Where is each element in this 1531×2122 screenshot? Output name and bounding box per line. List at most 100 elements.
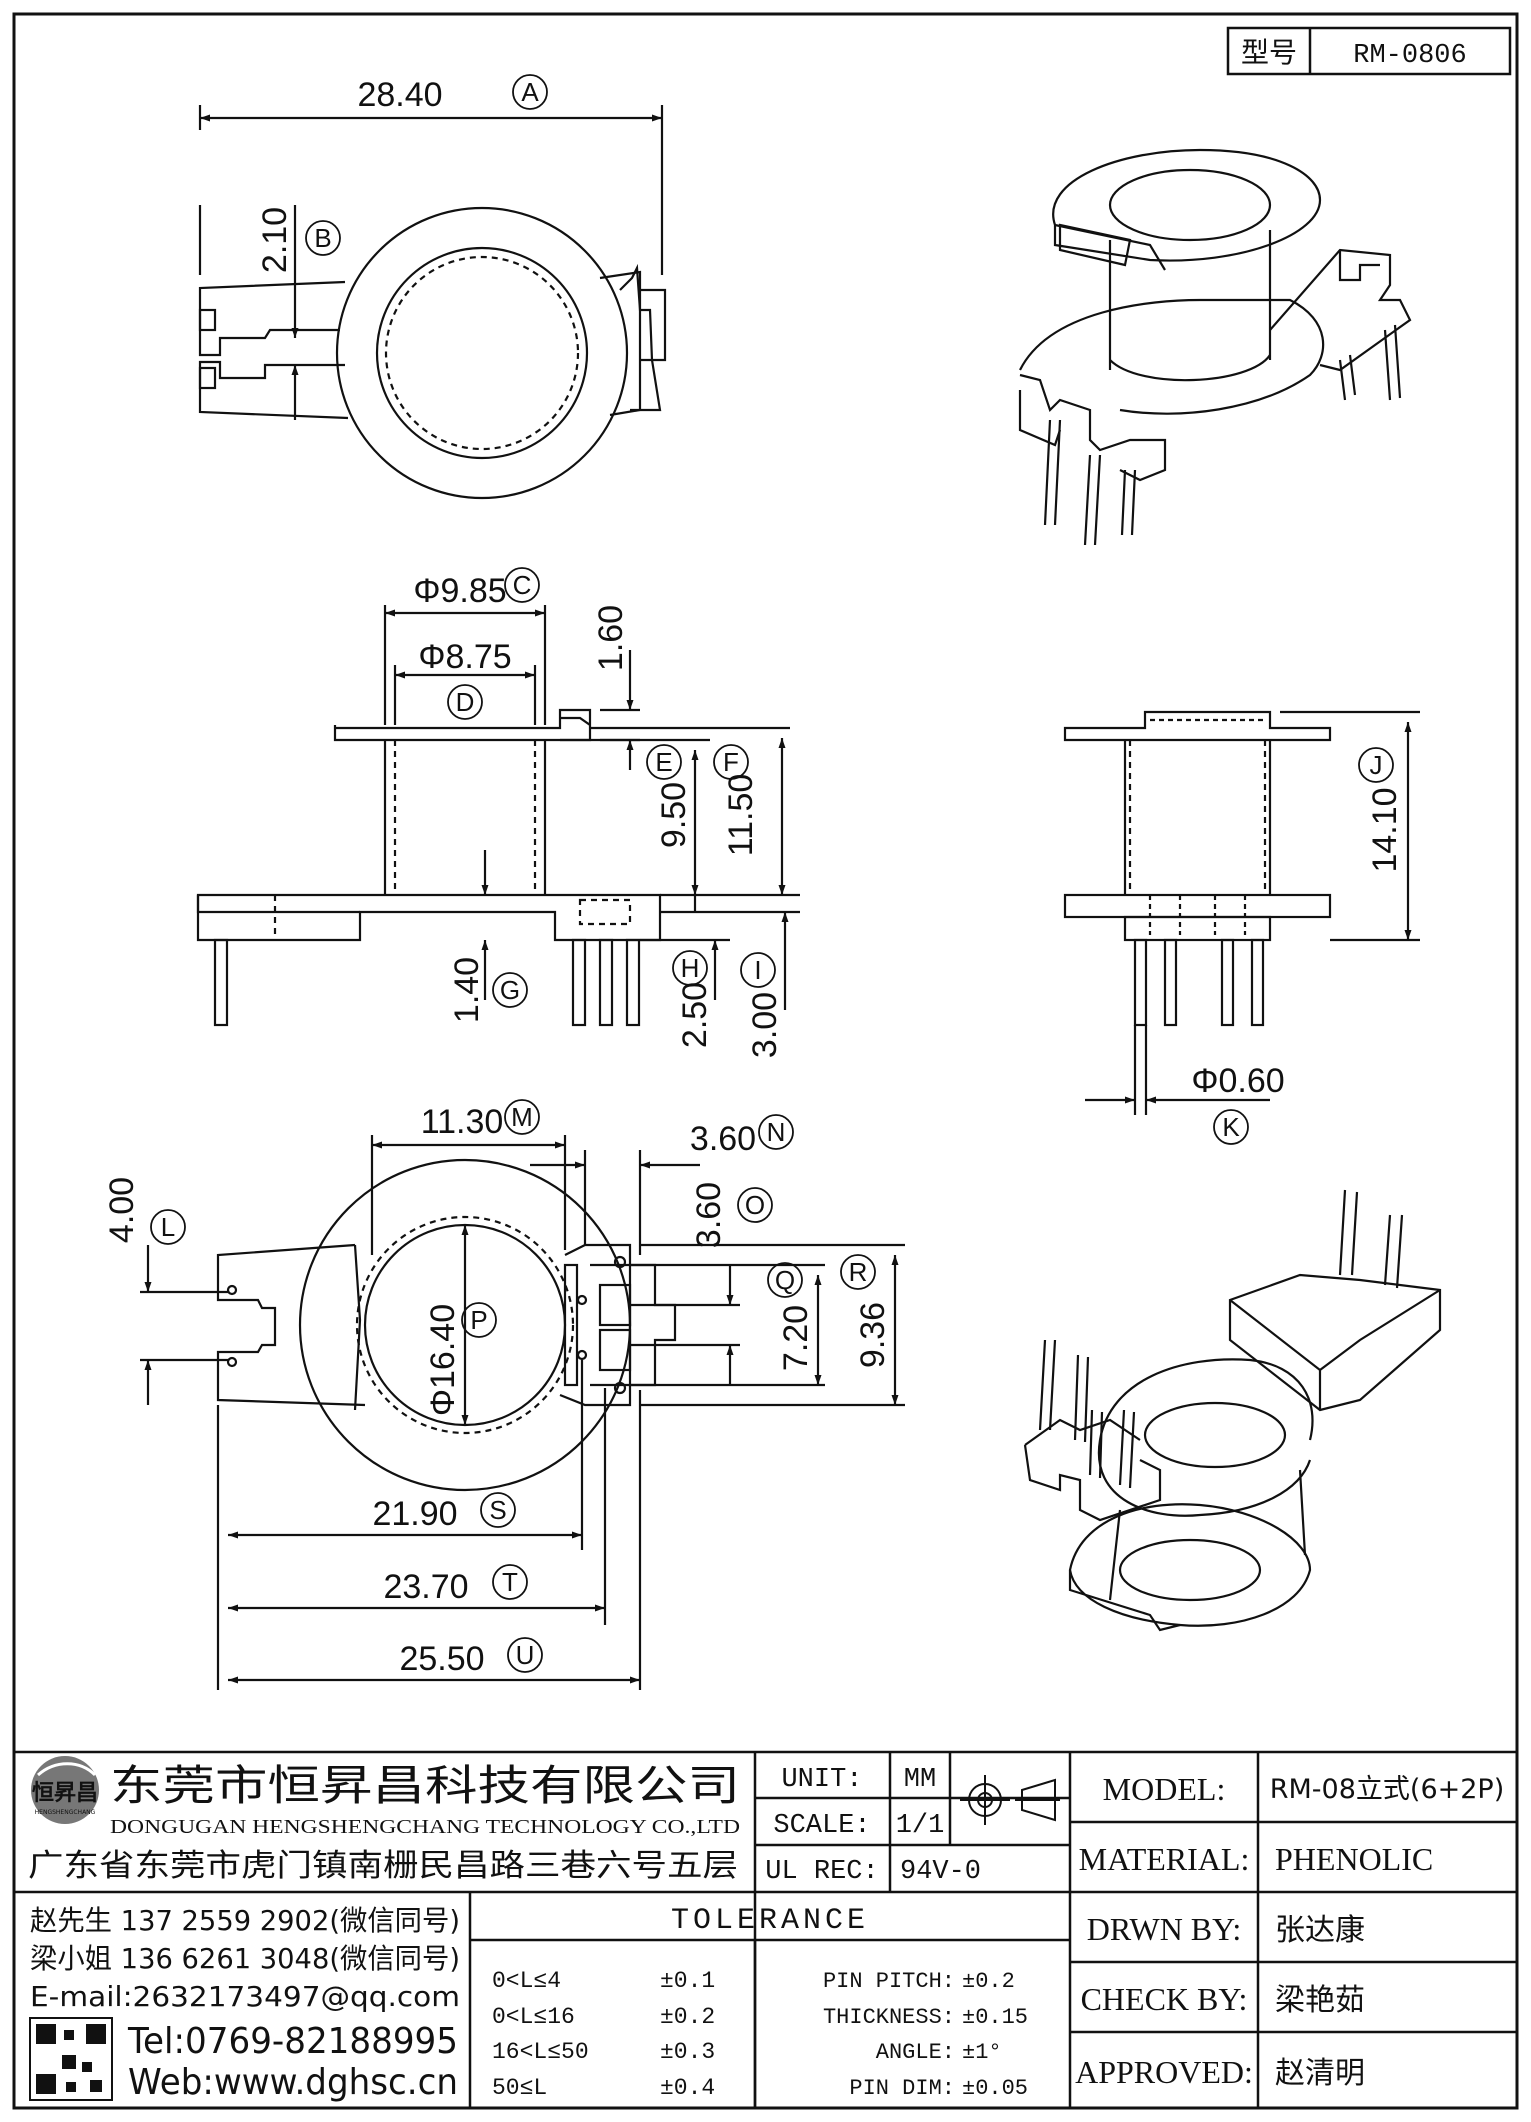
label-circle-k: [1213, 1109, 1249, 1145]
dim-r-value: 9.36: [854, 1302, 892, 1368]
label-d: D: [456, 687, 475, 717]
drawn-label: DRWN BY:: [1087, 1911, 1241, 1947]
model-number-box: 型号 RM-0806: [1226, 26, 1512, 76]
sheet-border: [12, 12, 1519, 2110]
label-circle-c: [504, 567, 540, 603]
dim-top-flange-value: 1.60: [592, 605, 630, 671]
label-l: L: [161, 1212, 175, 1242]
contact-web: Web:www.dghsc.cn: [128, 2062, 458, 2103]
drawn-value: 张达康: [1275, 1913, 1365, 1948]
label-a: A: [521, 77, 539, 107]
label-g: G: [500, 975, 520, 1005]
label-circle-q: [767, 1262, 803, 1298]
dim-o-value: 3.60: [690, 1182, 728, 1248]
model-box-label: 型号: [1241, 36, 1297, 69]
tol-range-2: 0<L≤16: [492, 2004, 575, 2030]
label-i: I: [754, 955, 761, 985]
label-circle-l: [150, 1209, 186, 1245]
spec-label-1: PIN PITCH:: [823, 1969, 955, 1994]
dim-f-value: 11.50: [722, 774, 760, 857]
label-u: U: [516, 1640, 535, 1670]
label-b: B: [314, 223, 331, 253]
model-value: RM-08立式(6+2P): [1270, 1774, 1504, 1805]
company-logo: 恒昇昌 HENGSHENGCHANG: [31, 1756, 99, 1824]
dim-l-value: 4.00: [103, 1177, 141, 1243]
top-view-labels: 28.40 A 2.10 B: [256, 74, 548, 273]
top-view: [198, 105, 667, 500]
dim-t-value: 23.70: [383, 1568, 468, 1606]
dim-p-value: Φ16.40: [424, 1304, 462, 1416]
spec-value-4: ±0.05: [962, 2076, 1028, 2101]
dim-c-value: Φ9.85: [413, 572, 506, 610]
label-p: P: [470, 1305, 487, 1335]
label-circle-j: [1358, 747, 1394, 783]
label-q: Q: [775, 1265, 795, 1295]
label-j: J: [1370, 750, 1383, 780]
label-e: E: [655, 747, 672, 777]
qr-code-icon: [29, 2017, 113, 2101]
contact-1: 赵先生 137 2559 2902(微信同号): [30, 1904, 460, 1937]
front-view: [196, 605, 800, 1027]
contact-2: 梁小姐 136 6261 3048(微信同号): [30, 1942, 460, 1975]
tol-range-4: 50≤L: [492, 2075, 547, 2101]
dim-e-value: 9.50: [655, 782, 693, 848]
isometric-view-top: [1018, 148, 1412, 546]
model-label: MODEL:: [1103, 1771, 1226, 1807]
label-circle-s: [480, 1492, 516, 1528]
front-view-labels: Φ9.85 C Φ8.75 D 1.60 9.50 E 11.50 F 1.40…: [413, 567, 784, 1058]
scale-label: SCALE:: [773, 1811, 870, 1841]
material-value: PHENOLIC: [1275, 1841, 1433, 1877]
label-f: F: [723, 747, 739, 777]
tol-range-1: 0<L≤4: [492, 1968, 561, 1994]
label-circle-u: [507, 1637, 543, 1673]
label-circle-t: [492, 1564, 528, 1600]
side-view: [1063, 710, 1420, 1115]
label-c: C: [513, 570, 532, 600]
unit-label: UNIT:: [781, 1765, 862, 1795]
spec-label-4: PIN DIM:: [849, 2076, 955, 2101]
bottom-view: [140, 1135, 905, 1690]
dim-q-value: 7.20: [777, 1305, 815, 1371]
spec-label-3: ANGLE:: [876, 2040, 955, 2065]
tol-value-4: ±0.4: [660, 2075, 715, 2101]
label-circle-g: [492, 972, 528, 1008]
tolerance-title: TOLERANCE: [671, 1904, 869, 1938]
label-circle-b: [305, 220, 341, 256]
label-r: R: [849, 1257, 868, 1287]
approved-label: APPROVED:: [1075, 2054, 1253, 2090]
spec-value-3: ±1°: [962, 2040, 1002, 2065]
spec-value-1: ±0.2: [962, 1969, 1015, 1994]
label-n: N: [767, 1117, 786, 1147]
check-label: CHECK BY:: [1081, 1981, 1248, 2017]
spec-label-2: THICKNESS:: [823, 2005, 955, 2030]
dim-d-value: Φ8.75: [418, 638, 511, 676]
company-name-en: DONGUGAN HENGSHENGCHANG TECHNOLOGY CO.,L…: [110, 1816, 740, 1838]
dim-m-value: 11.30: [421, 1103, 504, 1141]
label-circle-n: [758, 1114, 794, 1150]
dim-g-value: 1.40: [448, 957, 486, 1023]
label-circle-e: [646, 744, 682, 780]
title-block-grid: [14, 1750, 1517, 2108]
label-s: S: [489, 1495, 506, 1525]
check-value: 梁艳茹: [1275, 1983, 1365, 2018]
label-h: H: [681, 953, 700, 983]
unit-value: MM: [904, 1765, 936, 1795]
label-circle-r: [840, 1254, 876, 1290]
dim-a-value: 28.40: [357, 76, 442, 114]
dim-i-value: 3.00: [746, 992, 784, 1058]
label-circle-p: [461, 1302, 497, 1338]
label-circle-o: [737, 1187, 773, 1223]
logo-subtext: HENGSHENGCHANG: [35, 1809, 96, 1816]
label-circle-a: [512, 74, 548, 110]
label-circle-f: [713, 744, 749, 780]
tol-value-3: ±0.3: [660, 2039, 715, 2065]
spec-value-2: ±0.15: [962, 2005, 1028, 2030]
dim-b-value: 2.10: [256, 207, 294, 273]
contact-tel: Tel:0769-82188995: [127, 2021, 458, 2062]
bottom-view-labels: 4.00 L 11.30 M 3.60 N 3.60 O Φ16.40 P 7.…: [103, 1099, 892, 1678]
material-label: MATERIAL:: [1079, 1841, 1250, 1877]
label-circle-h: [672, 950, 708, 986]
isometric-view-bottom: [1023, 1189, 1442, 1632]
model-box-value: RM-0806: [1353, 41, 1466, 71]
label-k: K: [1222, 1112, 1240, 1142]
